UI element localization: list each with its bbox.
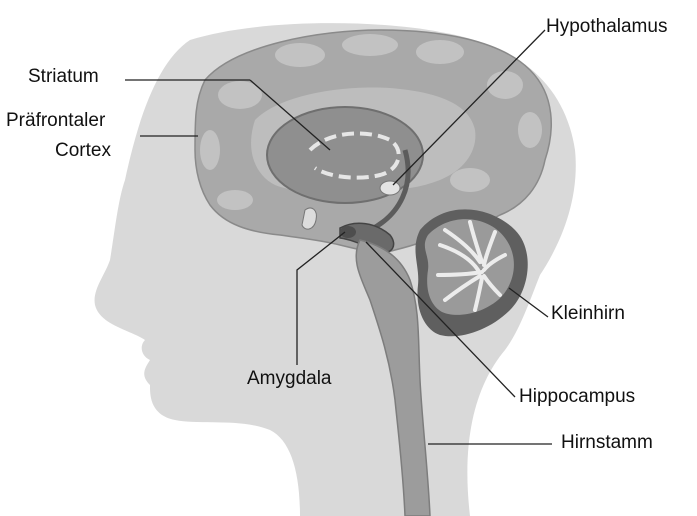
amygdala-shape [340, 226, 356, 238]
label-prefrontal-line2: Cortex [55, 140, 111, 162]
hypothalamus-shape [380, 181, 400, 195]
label-amygdala: Amygdala [247, 368, 332, 390]
label-striatum: Striatum [28, 66, 99, 88]
label-brainstem: Hirnstamm [561, 432, 653, 454]
label-hypothalamus: Hypothalamus [546, 16, 667, 38]
label-cerebellum: Kleinhirn [551, 303, 625, 325]
label-prefrontal-line1: Präfrontaler [6, 110, 105, 132]
label-hippocampus: Hippocampus [519, 386, 635, 408]
